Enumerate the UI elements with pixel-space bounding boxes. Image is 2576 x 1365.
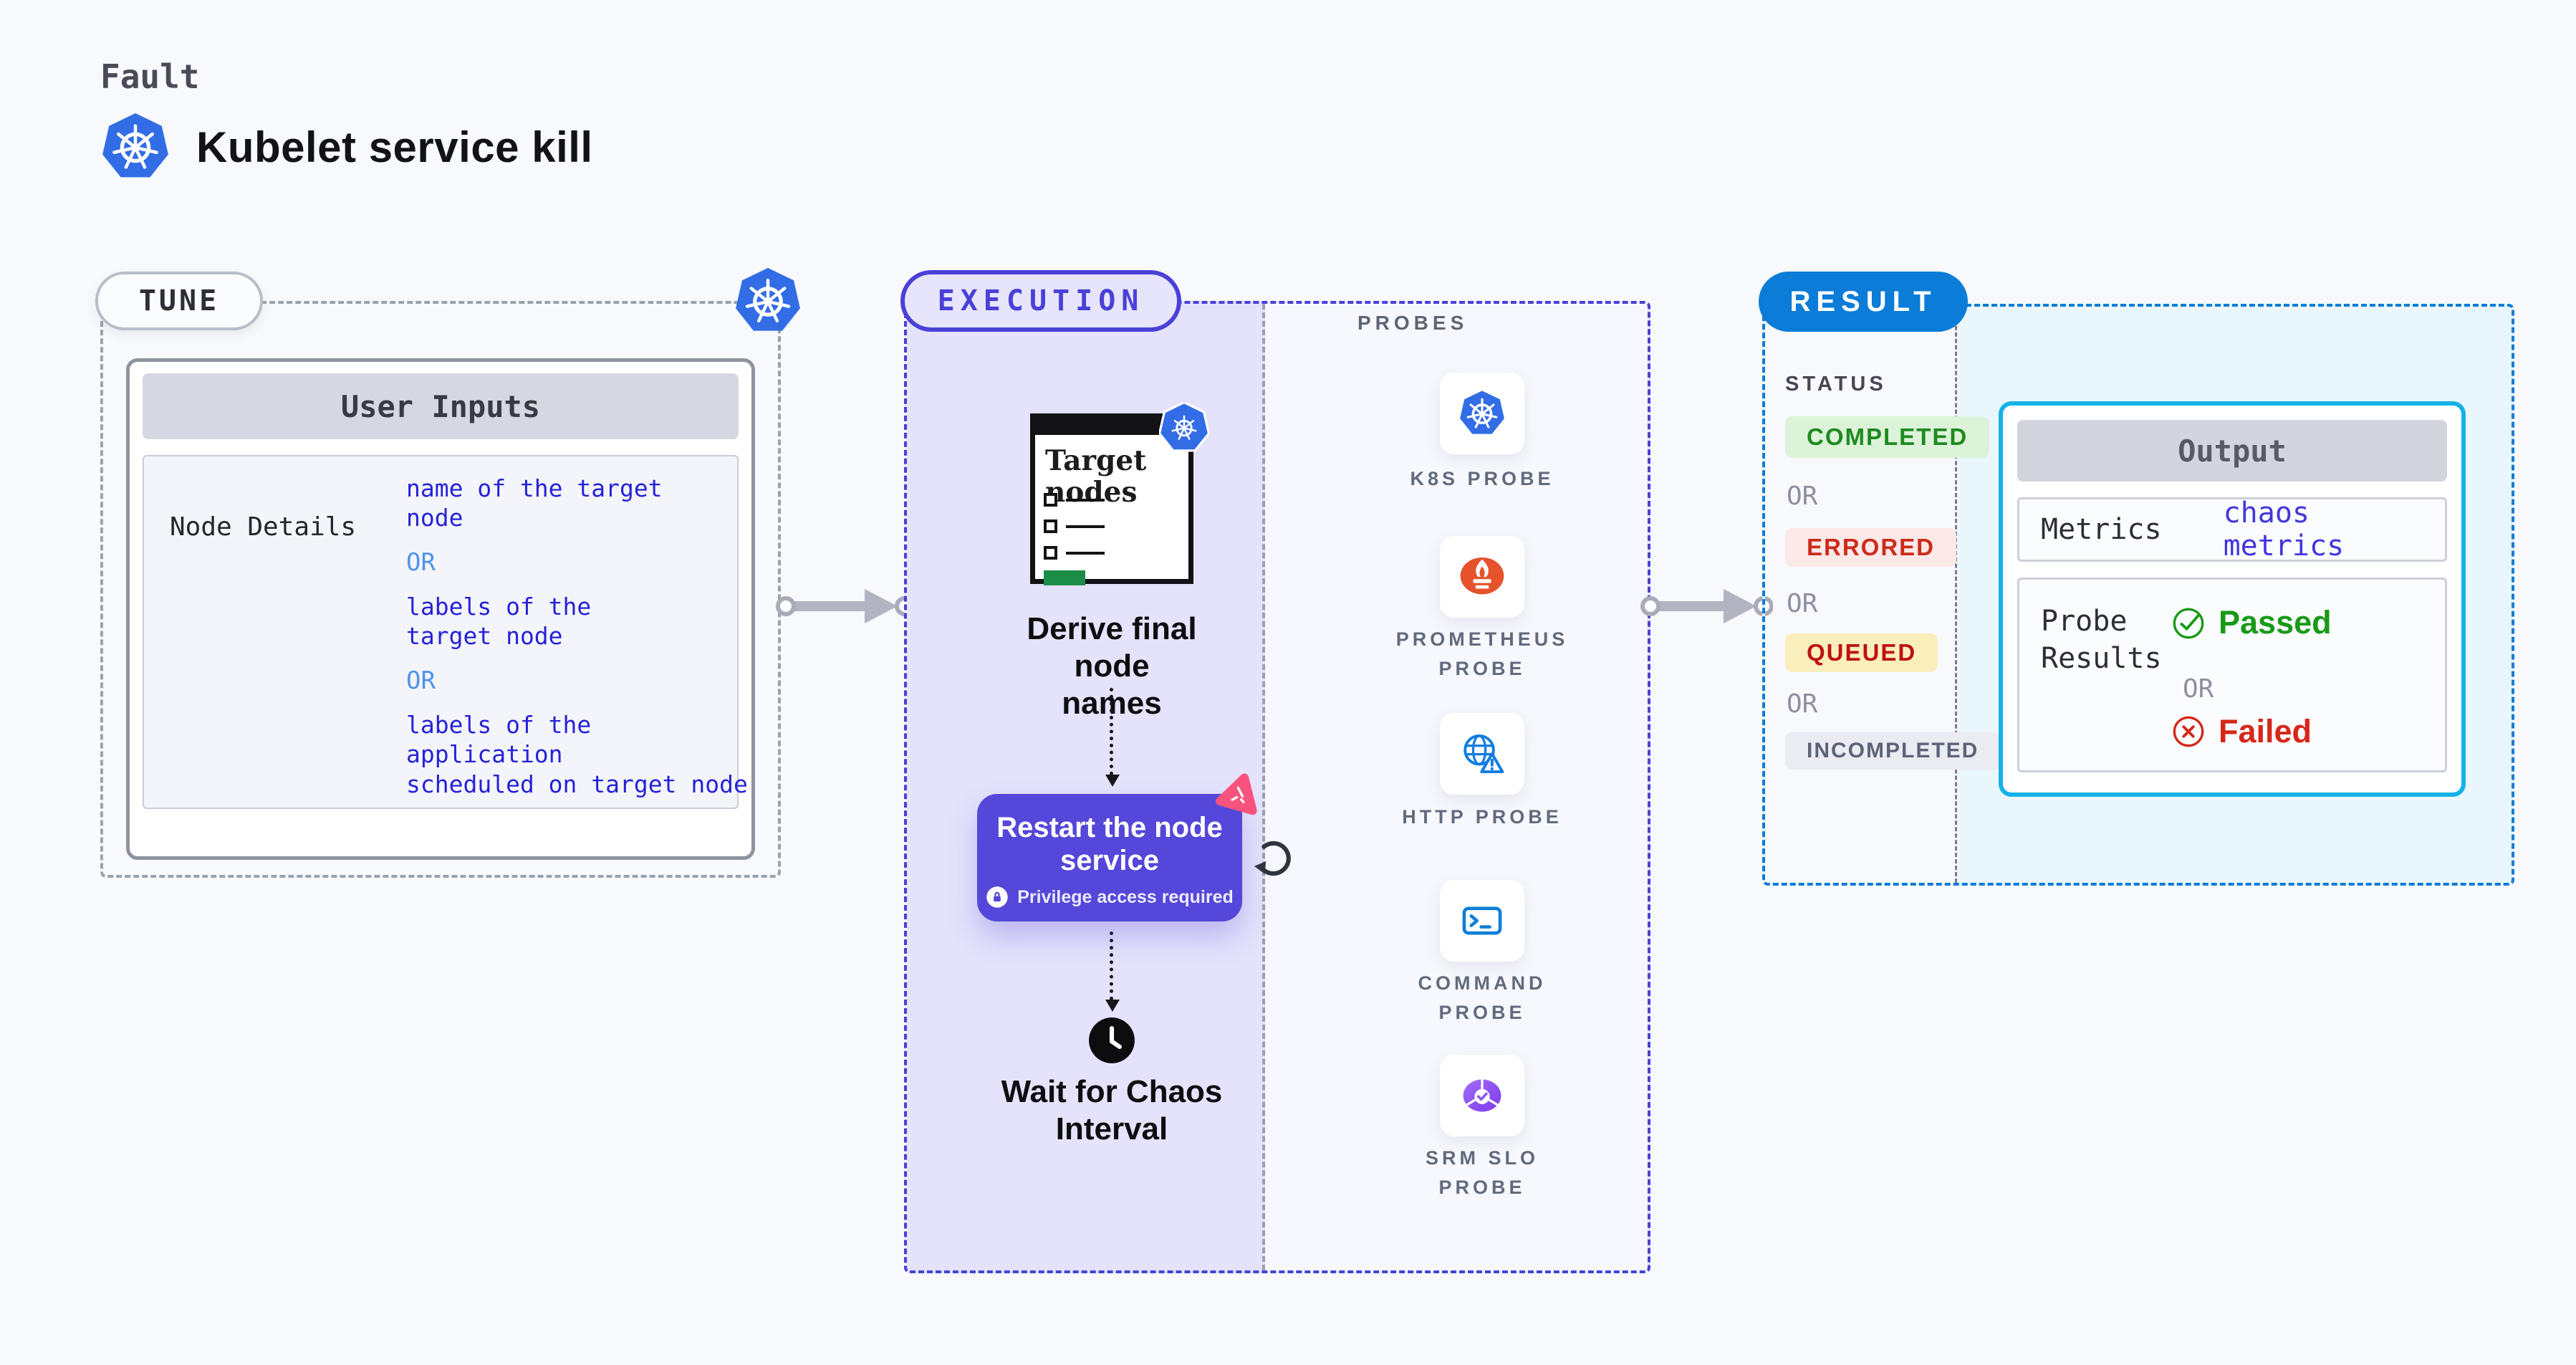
kubernetes-icon [734, 267, 802, 335]
restart-node-service-card: Restart the node service Privilege acces… [977, 794, 1242, 921]
lock-icon [986, 886, 1008, 908]
kubernetes-icon [1458, 390, 1506, 436]
status-column-title: STATUS [1785, 373, 1887, 396]
wait-chaos-interval-label: Wait for Chaos Interval [1001, 1074, 1223, 1146]
probe-result-failed: Failed [2171, 713, 2312, 750]
checklist-item [1044, 493, 1105, 507]
checklist-item [1044, 546, 1105, 560]
status-badge-incompleted: INCOMPLETED [1785, 732, 2001, 770]
tune-to-execution-arrow [776, 589, 913, 623]
output-panel: Output Metrics chaos metrics Probe Resul… [1999, 401, 2466, 797]
probe-label-command: COMMAND PROBE [1418, 972, 1547, 1023]
fault-kicker: Fault [100, 57, 200, 96]
clock-icon [1089, 1017, 1135, 1063]
value-node-labels: labels of the target node [406, 593, 592, 651]
probe-label-http: HTTP PROBE [1402, 806, 1562, 828]
check-circle-icon [2173, 608, 2204, 639]
checklist-item [1044, 519, 1105, 533]
metrics-value: chaos metrics [2223, 497, 2345, 562]
status-badge-completed: COMPLETED [1785, 416, 1990, 458]
target-nodes-title: Target nodes [1045, 444, 1147, 509]
retry-loop-icon [1254, 840, 1291, 876]
result-section-pill: RESULT [1759, 272, 1968, 332]
green-button-shape [1044, 570, 1085, 585]
probe-results-row: Probe Results Passed OR Failed [2017, 578, 2447, 772]
kubernetes-icon [100, 112, 170, 182]
value-app-labels: labels of the application scheduled on t… [406, 711, 748, 798]
flow-arrow-down [1105, 688, 1120, 787]
probe-card-k8s [1440, 373, 1524, 454]
privilege-access-row: Privilege access required [977, 886, 1242, 909]
execution-to-result-arrow [1640, 589, 1773, 623]
probe-results-label: Probe Results [2041, 605, 2162, 675]
derive-node-names-label: Derive final node names [1027, 611, 1197, 721]
or-separator: OR [2183, 674, 2214, 704]
user-inputs-table: Node Details name of the target node OR … [143, 455, 748, 809]
probe-label-srm-slo: SRM SLO PROBE [1425, 1147, 1539, 1198]
probe-card-http [1440, 713, 1524, 795]
status-badge-queued: QUEUED [1785, 633, 1938, 672]
probe-label-k8s: K8S PROBE [1410, 468, 1554, 489]
slo-pie-icon [1463, 1078, 1501, 1112]
output-title: Output [2017, 420, 2447, 482]
x-circle-icon [2173, 716, 2204, 747]
probe-card-command [1440, 880, 1524, 962]
or-separator: OR [1787, 589, 1818, 618]
page-title: Kubelet service kill [196, 123, 593, 171]
failed-label: Failed [2219, 713, 2312, 749]
flow-arrow-down [1105, 931, 1120, 1012]
terminal-icon [1462, 906, 1502, 935]
privilege-access-label: Privilege access required [1017, 886, 1234, 907]
or-separator: OR [1787, 689, 1818, 719]
status-output-divider [1955, 307, 1957, 883]
page-title-row: Kubelet service kill [100, 112, 593, 182]
kubernetes-icon [1159, 403, 1209, 452]
status-badge-errored: ERRORED [1785, 528, 1957, 567]
node-details-values: name of the target node OR labels of the… [406, 474, 750, 813]
execution-section-pill: EXECUTION [900, 270, 1181, 332]
tune-section-box [100, 301, 781, 878]
value-node-name: name of the target node [406, 474, 663, 532]
or-separator: OR [406, 666, 436, 695]
probe-result-passed: Passed [2171, 604, 2332, 641]
node-details-label: Node Details [170, 512, 357, 542]
chaos-pink-icon [1216, 773, 1257, 815]
or-separator: OR [1787, 482, 1818, 511]
passed-label: Passed [2219, 604, 2332, 641]
user-inputs-title: User Inputs [143, 373, 739, 439]
probe-card-srm-slo [1440, 1055, 1524, 1136]
metrics-label: Metrics [2041, 513, 2162, 546]
execution-section-box [904, 301, 1650, 1273]
probe-label-prometheus: PROMETHEUS PROBE [1395, 628, 1569, 679]
globe-warning-icon [1464, 734, 1504, 774]
user-inputs-panel: User Inputs Node Details name of the tar… [126, 358, 755, 860]
prometheus-icon [1460, 557, 1504, 595]
probe-card-prometheus [1440, 536, 1524, 618]
restart-node-service-title: Restart the node service [996, 812, 1223, 877]
tune-section-pill: TUNE [95, 272, 263, 330]
execution-probes-divider [1262, 304, 1265, 1270]
probes-column-title: PROBES [1357, 312, 1469, 334]
or-separator: OR [406, 547, 436, 577]
metrics-row: Metrics chaos metrics [2017, 497, 2447, 562]
